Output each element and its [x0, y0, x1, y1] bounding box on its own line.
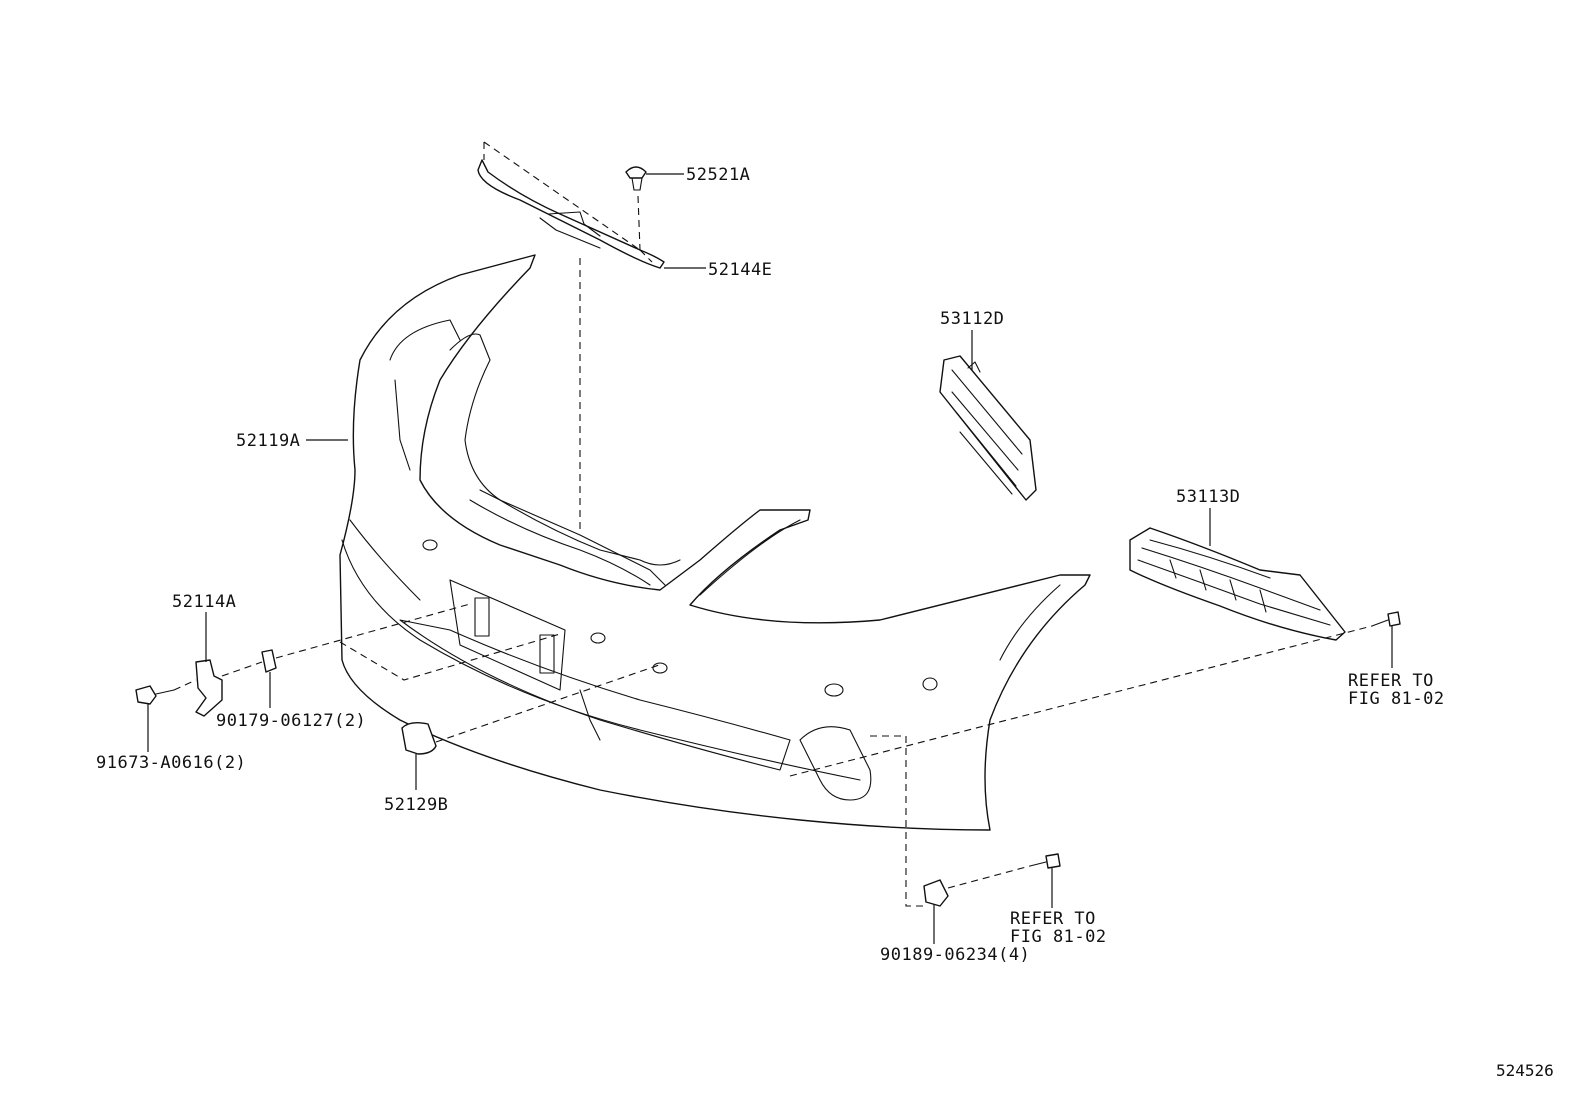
label-52144e: 52144E	[708, 260, 772, 280]
guide-line-left	[173, 603, 561, 691]
label-91673-a0616: 91673-A0616(2)	[96, 753, 246, 773]
screw-right-drawing	[1371, 611, 1401, 627]
label-52129b: 52129B	[384, 795, 448, 815]
clip-90189-drawing	[923, 879, 949, 907]
label-90189-06234: 90189-06234(4)	[880, 945, 1030, 965]
guide-line-cover	[435, 663, 663, 743]
screw-bottom-drawing	[1029, 853, 1061, 869]
clip-52521a-drawing	[625, 166, 647, 191]
label-52119a: 52119A	[236, 431, 300, 451]
refer-right-line2: FIG 81-02	[1348, 689, 1445, 709]
refer-right-line1: REFER TO	[1348, 671, 1434, 691]
figure-id: 524526	[1496, 1061, 1554, 1080]
grille-53112d-drawing	[939, 355, 1037, 501]
refer-bottom-line1: REFER TO	[1010, 909, 1096, 929]
label-53113d: 53113D	[1176, 487, 1240, 507]
nut-90179-drawing	[261, 649, 277, 673]
grille-53113d-drawing	[1129, 527, 1346, 641]
guide-line-clip	[637, 195, 641, 251]
tow-hook-cover-drawing	[401, 721, 437, 755]
upper-retainer-strip-drawing	[477, 159, 665, 269]
label-53112d: 53112D	[940, 309, 1004, 329]
refer-bottom-line2: FIG 81-02	[1010, 927, 1107, 947]
label-52114a: 52114A	[172, 592, 236, 612]
bracket-52114a-drawing	[195, 659, 223, 717]
bolt-91673-drawing	[135, 685, 175, 705]
label-52521a: 52521A	[686, 165, 750, 185]
guide-line-top-strip	[483, 141, 653, 263]
bumper-cover-drawing	[339, 254, 1091, 831]
guide-line-right	[789, 625, 1373, 777]
label-90179-06127: 90179-06127(2)	[216, 711, 366, 731]
guide-line-bottom	[870, 735, 1031, 907]
